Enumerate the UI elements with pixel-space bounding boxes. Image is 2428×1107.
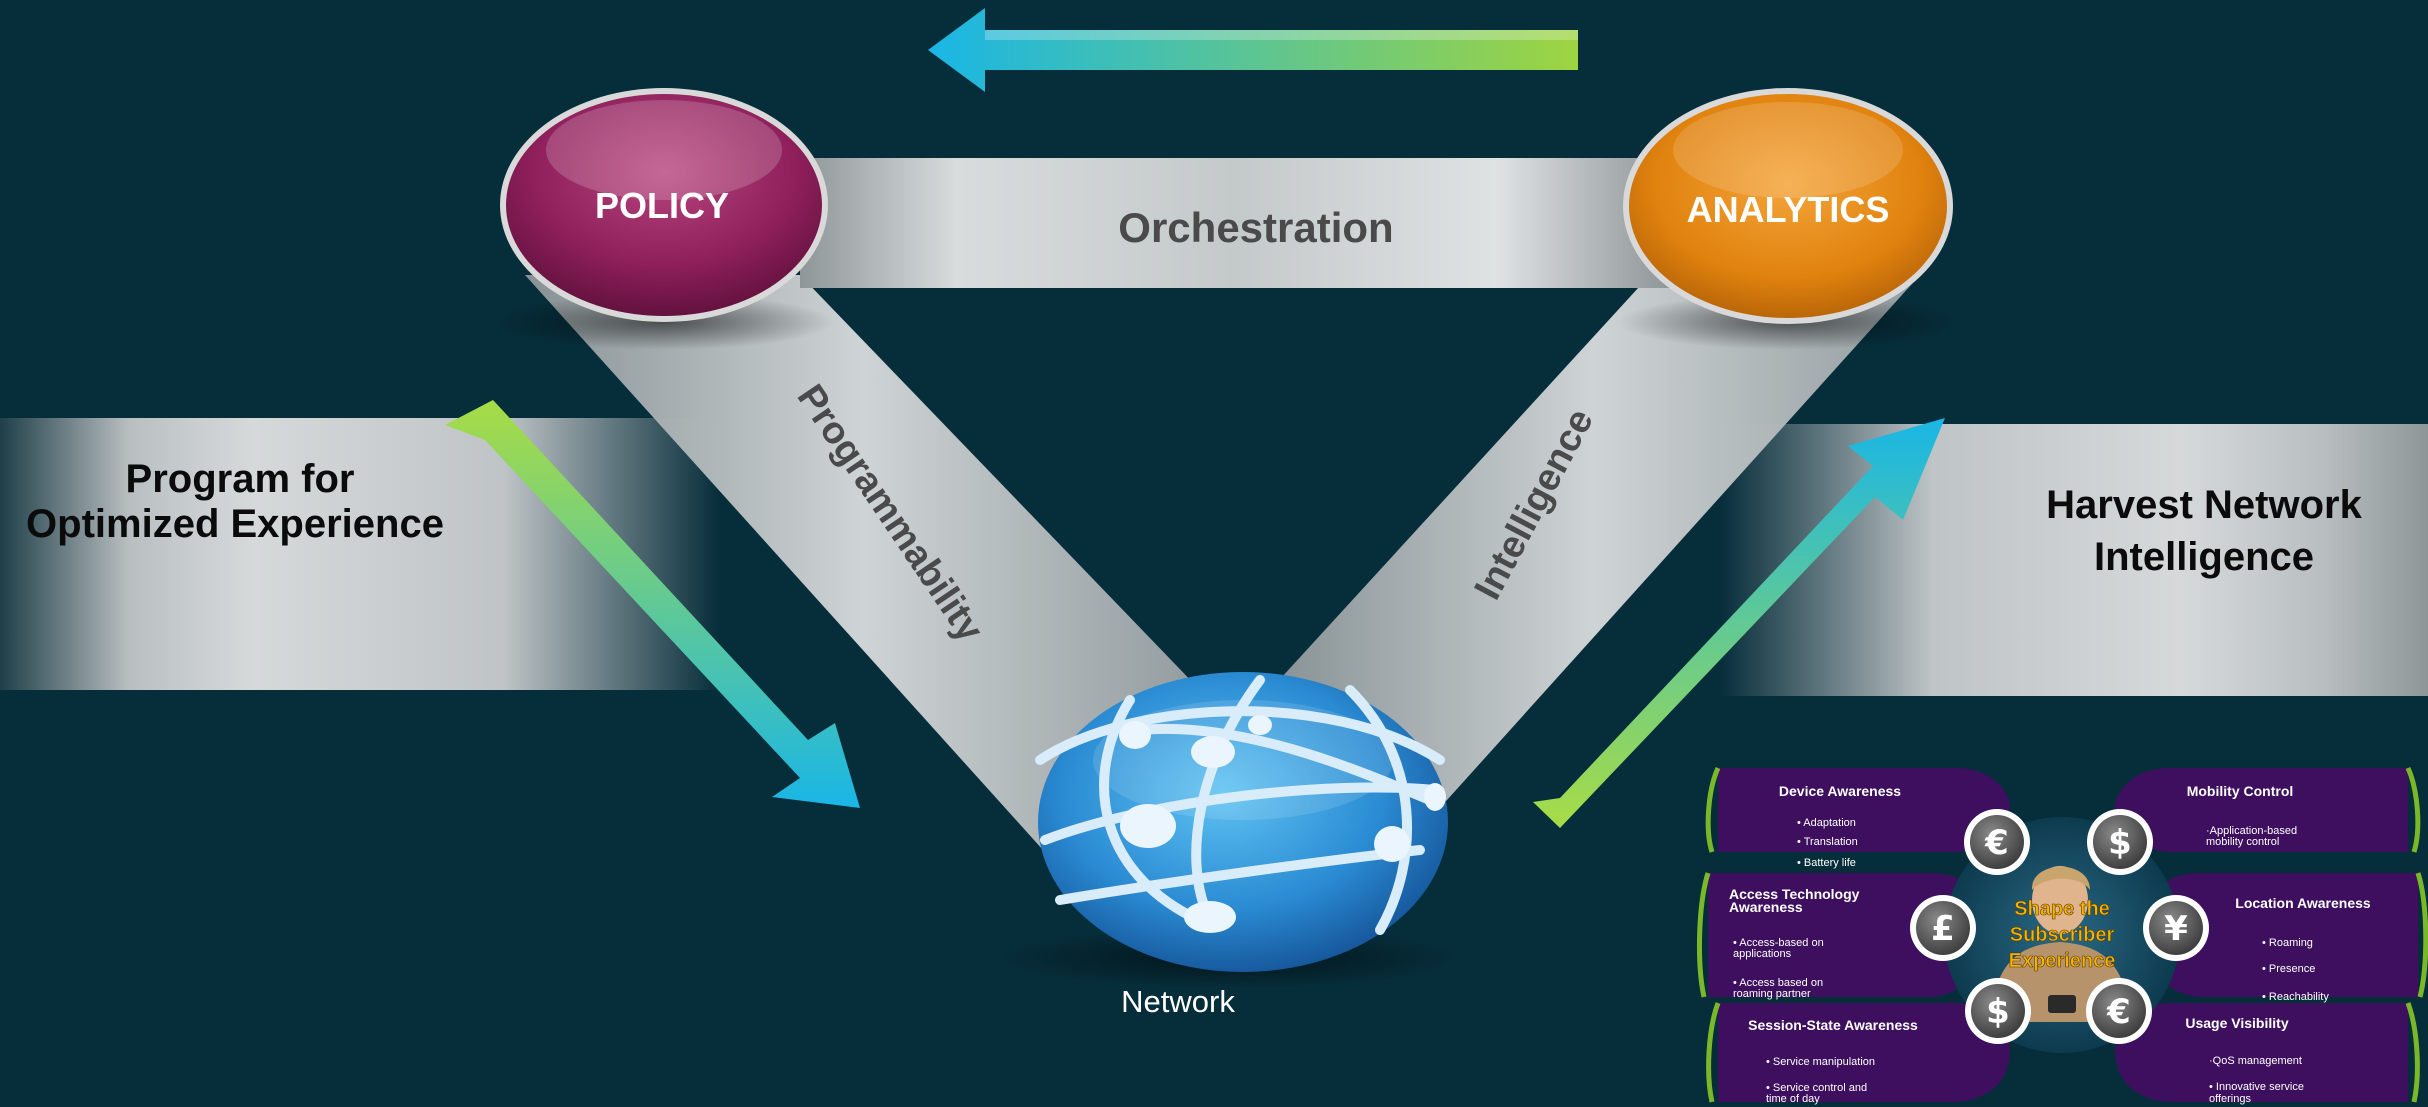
center-line-1: Shape the	[2014, 898, 2110, 920]
top-left-arrow-icon	[928, 8, 1578, 92]
usage-visibility-tile: Usage Visibility ·QoS management • Innov…	[2115, 1002, 2420, 1105]
access-technology-item-2: applications	[1733, 948, 1792, 960]
mobility-control-tile: Mobility Control ·Application-based mobi…	[2115, 766, 2421, 853]
usage-visibility-title: Usage Visibility	[2185, 1015, 2288, 1031]
analytics-label: ANALYTICS	[1687, 189, 1890, 230]
left-side-line2: Optimized Experience	[26, 502, 444, 546]
device-awareness-item-2: • Translation	[1797, 836, 1858, 848]
left-side-line1: Program for	[126, 457, 355, 501]
orchestration-band	[800, 158, 1670, 288]
device-awareness-item-3: • Battery life	[1797, 857, 1856, 869]
location-awareness-tile: Location Awareness • Roaming • Presence …	[2145, 872, 2428, 1003]
session-state-item-1: • Service manipulation	[1766, 1056, 1875, 1068]
dollar-coin-icon: $	[2087, 809, 2153, 875]
intelligence-band	[1270, 275, 1920, 830]
subscriber-experience-panel: Device Awareness • Adaptation • Translat…	[1696, 766, 2428, 1105]
usage-visibility-item-1: ·QoS management	[2209, 1055, 2302, 1067]
session-state-item-2: • Service control and	[1766, 1082, 1867, 1094]
mobility-control-item-2: mobility control	[2206, 836, 2279, 848]
right-side-line2: Intelligence	[2094, 535, 2314, 579]
session-state-item-3: time of day	[1766, 1093, 1820, 1105]
access-technology-title-2: Awareness	[1729, 899, 1803, 915]
down-right-arrow-icon	[445, 400, 860, 808]
policy-node: POLICY	[494, 88, 834, 350]
usage-visibility-item-2: • Innovative service	[2209, 1081, 2304, 1093]
session-state-tile: Session-State Awareness • Service manipu…	[1706, 1002, 2010, 1105]
location-awareness-item-2: • Presence	[2262, 963, 2315, 975]
location-awareness-title: Location Awareness	[2235, 895, 2371, 911]
network-label: Network	[1121, 984, 1235, 1019]
dollar-coin-bottom-symbol: $	[1986, 992, 2010, 1032]
euro-coin-symbol: €	[1984, 823, 2009, 863]
location-awareness-item-3: • Reachability	[2262, 991, 2329, 1003]
dollar-coin-symbol: $	[2108, 823, 2132, 863]
location-awareness-item-1: • Roaming	[2262, 937, 2313, 949]
euro-coin-bottom-icon: €	[2086, 978, 2152, 1044]
right-side-caption: Harvest Network Intelligence	[2046, 483, 2362, 579]
device-awareness-title: Device Awareness	[1779, 783, 1901, 799]
mobility-control-title: Mobility Control	[2187, 783, 2294, 799]
pound-coin-icon: £	[1910, 895, 1976, 961]
center-line-3: Experience	[2009, 950, 2116, 972]
usage-visibility-item-3: offerings	[2209, 1093, 2251, 1105]
device-awareness-tile: Device Awareness • Adaptation • Translat…	[1705, 766, 2010, 869]
right-side-band	[1720, 424, 2428, 696]
right-side-line1: Harvest Network	[2046, 483, 2362, 527]
access-technology-item-4: roaming partner	[1733, 988, 1811, 1000]
policy-label: POLICY	[595, 185, 729, 226]
network-globe-icon: Network	[1000, 672, 1460, 1019]
dollar-coin-bottom-icon: $	[1965, 978, 2031, 1044]
programmability-band	[525, 275, 1200, 880]
euro-coin-bottom-symbol: €	[2106, 992, 2131, 1032]
yen-coin-symbol: ¥	[2164, 909, 2188, 949]
left-side-caption: Program for Optimized Experience	[26, 457, 444, 546]
mobility-control-item-1: ·Application-based	[2206, 825, 2297, 837]
euro-coin-icon: €	[1964, 809, 2030, 875]
pound-coin-symbol: £	[1931, 909, 1955, 949]
access-technology-item-1: • Access-based on	[1733, 937, 1824, 949]
access-technology-item-3: • Access based on	[1733, 977, 1823, 989]
yen-coin-icon: ¥	[2143, 895, 2209, 961]
device-awareness-item-1: • Adaptation	[1797, 817, 1856, 829]
orchestration-label: Orchestration	[1118, 204, 1393, 251]
access-technology-tile: Access Technology Awareness • Access-bas…	[1696, 872, 1985, 1000]
up-right-arrow-icon	[1533, 418, 1945, 828]
session-state-title: Session-State Awareness	[1748, 1017, 1918, 1033]
analytics-node: ANALYTICS	[1618, 88, 1958, 350]
center-line-2: Subscriber	[2010, 924, 2115, 946]
access-technology-title-1: Access Technology	[1729, 886, 1860, 902]
